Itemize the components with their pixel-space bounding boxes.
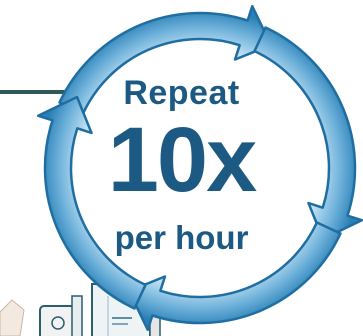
- count-label: 10x: [0, 114, 363, 206]
- frequency-label: per hour: [0, 221, 363, 254]
- repeat-label: Repeat: [0, 76, 363, 110]
